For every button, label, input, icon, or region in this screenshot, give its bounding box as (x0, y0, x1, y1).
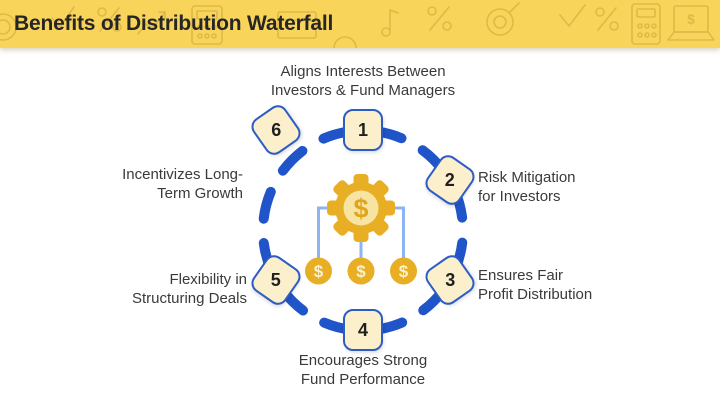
finance-doodles-icon: $ (0, 2, 715, 48)
benefit-node-4: 4 (343, 309, 383, 351)
node-number: 1 (357, 119, 368, 140)
benefit-node-1: 1 (343, 109, 383, 151)
benefit-label-5: Flexibility in Structuring Deals (131, 271, 247, 307)
node-number: 6 (270, 119, 282, 140)
gear-dollar-symbol: $ (353, 194, 368, 224)
svg-text:$: $ (399, 262, 409, 281)
svg-text:$: $ (356, 262, 366, 281)
benefit-label-1: Aligns Interests Between Investors & Fun… (270, 63, 456, 99)
page-title: Benefits of Distribution Waterfall (14, 12, 334, 35)
benefit-label-6: Incentivizes Long- Term Growth (122, 166, 243, 202)
money-distribution-icon: $ $ $ $ (305, 174, 417, 285)
svg-text:$: $ (687, 11, 695, 27)
node-number: 2 (444, 169, 456, 190)
waterfall-cycle-graphic: $ $ $ $ (258, 125, 468, 336)
node-number: 5 (270, 269, 282, 290)
gear-dollar-icon: $ (327, 174, 395, 242)
benefit-label-3: Ensures Fair Profit Distribution (478, 267, 593, 303)
svg-text:$: $ (314, 262, 324, 281)
benefit-label-4: Encourages Strong Fund Performance (298, 352, 428, 388)
header-banner: $ Benefits of Distribution Waterfall (0, 0, 720, 48)
coin-dollar-icon: $ (390, 257, 417, 285)
benefit-label-2: Risk Mitigation for Investors (478, 169, 576, 205)
coin-dollar-icon: $ (347, 257, 375, 285)
node-number: 3 (444, 269, 456, 290)
coin-dollar-icon: $ (305, 257, 332, 285)
node-number: 4 (357, 319, 368, 340)
